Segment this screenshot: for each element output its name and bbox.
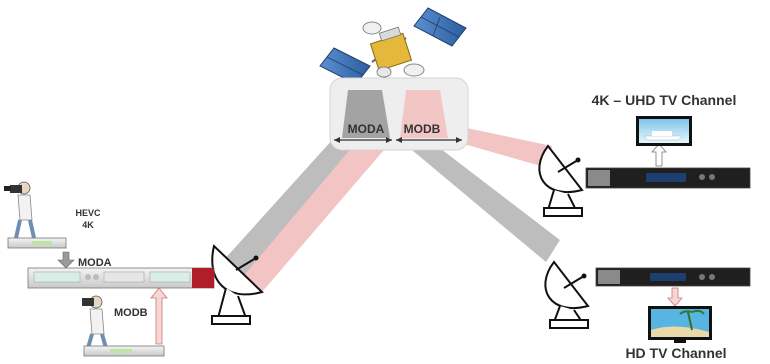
uhd-channel-label: 4K – UHD TV Channel (592, 92, 737, 108)
satellite-icon (319, 7, 467, 85)
modb-spectrum-trapezoid (400, 90, 448, 138)
uhd-output-arrow (651, 143, 667, 167)
dish-antenna-icon (544, 260, 590, 329)
beam-uplink-moda (222, 118, 382, 276)
dish-antenna-icon (211, 244, 264, 325)
hd-output-arrow (667, 287, 683, 307)
modulator-rack-icon (27, 267, 215, 289)
camera-operator-icon (82, 295, 108, 349)
tv-monitor-icon (636, 116, 692, 146)
dish-antenna-icon (538, 144, 584, 217)
hevc-resolution-label: 4K (82, 220, 94, 230)
receiver-rack-icon (585, 167, 751, 189)
moda-input-label: MODA (78, 257, 112, 269)
modb-spectrum-label: MODB (404, 122, 441, 136)
modb-input-label: MODB (114, 307, 148, 319)
camera-operator-icon (4, 181, 36, 239)
hd-channel-label: HD TV Channel (625, 345, 726, 361)
hd-encoder-rack (83, 345, 165, 357)
receiver-rack-icon (595, 267, 751, 287)
beam-downlink-moda (400, 136, 560, 262)
beam-uplink-modb (240, 126, 396, 292)
hevc-encoder-rack (7, 237, 67, 249)
hevc-label: HEVC (75, 208, 101, 218)
modb-input-arrow (150, 287, 168, 345)
moda-spectrum-trapezoid (342, 90, 390, 138)
spectrum-box: MODA MODB (329, 77, 469, 151)
beam-downlink-modb (448, 124, 552, 168)
moda-input-arrow (57, 251, 75, 269)
tv-monitor-icon (648, 306, 712, 343)
moda-spectrum-label: MODA (348, 122, 385, 136)
